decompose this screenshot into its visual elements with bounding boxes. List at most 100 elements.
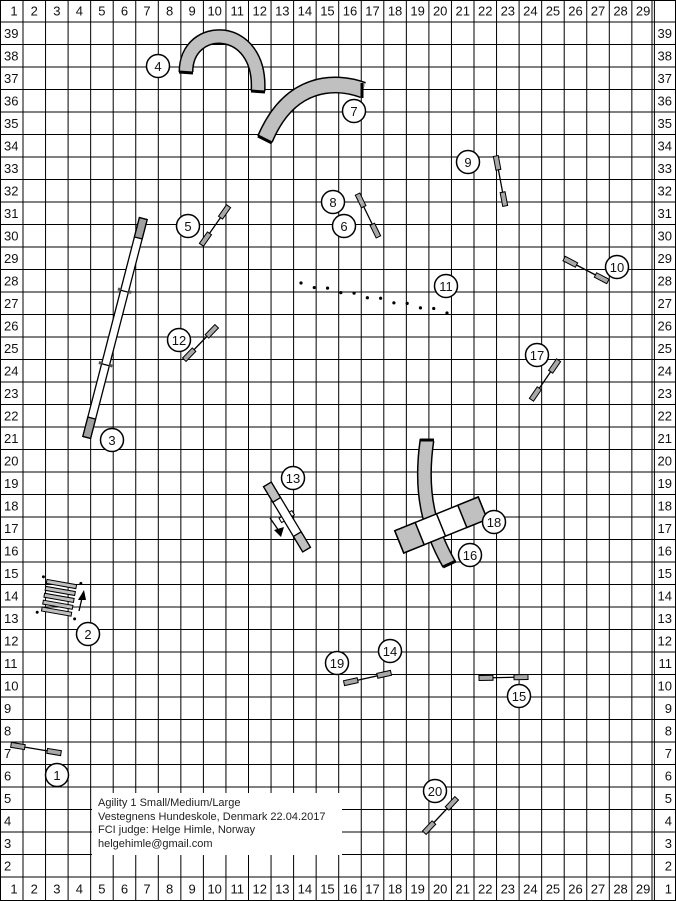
dog-walk-3 [82, 216, 148, 440]
course-info-box: Agility 1 Small/Medium/Large Vestegnens … [92, 793, 342, 855]
jumps [10, 154, 610, 836]
column-label-bottom: 23 [501, 882, 515, 897]
row-label-right: 23 [658, 386, 672, 401]
row-label-left: 31 [4, 206, 18, 221]
column-label-top: 29 [636, 4, 650, 19]
row-label-right: 25 [658, 341, 672, 356]
row-label-right: 24 [658, 363, 672, 378]
row-label-left: 15 [4, 566, 18, 581]
svg-text:13: 13 [286, 471, 300, 486]
row-label-right: 14 [658, 588, 672, 603]
row-label-left: 28 [4, 273, 18, 288]
row-label-left: 18 [4, 498, 18, 513]
column-label-top: 2 [31, 4, 38, 19]
row-label-right: 31 [658, 206, 672, 221]
column-label-bottom: 13 [275, 882, 289, 897]
row-label-left: 24 [4, 363, 18, 378]
column-label-bottom: 28 [613, 882, 627, 897]
column-label-top: 8 [166, 4, 173, 19]
column-label-top: 24 [523, 4, 537, 19]
course-title: Agility 1 Small/Medium/Large [98, 797, 241, 809]
jump-12 [181, 323, 220, 363]
row-label-right: 33 [658, 161, 672, 176]
weave-poles-11 [299, 281, 449, 315]
column-label-top: 16 [343, 4, 357, 19]
row-label-left: 17 [4, 521, 18, 536]
row-label-left: 37 [4, 71, 18, 86]
row-label-left: 10 [4, 678, 18, 693]
weave-pole [299, 281, 303, 285]
column-label-bottom: 24 [523, 882, 537, 897]
obstacle-number-8: 8 [320, 189, 346, 215]
row-label-left: 21 [4, 431, 18, 446]
column-label-top: 1 [10, 4, 17, 19]
column-label-top: 19 [410, 4, 424, 19]
row-label-right: 9 [665, 701, 672, 716]
seesaw-13 [262, 481, 312, 553]
row-label-right: 30 [658, 228, 672, 243]
column-label-top: 26 [568, 4, 582, 19]
obstacle-number-11: 11 [433, 273, 459, 299]
row-label-right: 6 [665, 768, 672, 783]
row-label-left: 12 [4, 633, 18, 648]
jump-9 [492, 154, 509, 208]
row-label-right: 27 [658, 296, 672, 311]
row-label-right: 2 [665, 858, 672, 873]
column-label-bottom: 26 [568, 882, 582, 897]
course-email: helgehimle@gmail.com [98, 837, 213, 850]
row-label-right: 3 [665, 836, 672, 851]
row-label-right: 29 [658, 251, 672, 266]
row-label-left: 25 [4, 341, 18, 356]
column-label-bottom: 3 [53, 882, 60, 897]
row-label-right: 32 [658, 183, 672, 198]
weave-pole [379, 296, 383, 300]
tunnel-4 [178, 29, 266, 94]
weave-pole [445, 311, 449, 315]
svg-text:2: 2 [84, 627, 91, 642]
column-label-bottom: 2 [31, 882, 38, 897]
obstacle-number-12: 12 [166, 327, 192, 353]
weave-pole [418, 306, 423, 310]
row-label-left: 2 [4, 858, 11, 873]
svg-text:6: 6 [340, 219, 347, 234]
row-label-right: 34 [658, 138, 672, 153]
tunnel-7 [257, 76, 366, 145]
column-label-top: 20 [433, 4, 447, 19]
row-label-left: 6 [4, 768, 11, 783]
obstacle-number-3: 3 [99, 427, 125, 453]
obstacle-number-9: 9 [455, 149, 481, 175]
svg-text:14: 14 [383, 644, 397, 659]
weave-pole [405, 301, 409, 305]
column-label-top: 25 [546, 4, 560, 19]
column-label-bottom: 1 [10, 882, 17, 897]
row-label-left: 23 [4, 386, 18, 401]
row-label-right: 19 [658, 476, 672, 491]
row-label-right: 35 [658, 116, 672, 131]
column-label-bottom: 5 [98, 882, 105, 897]
obstacle-number-2: 2 [75, 621, 101, 647]
column-label-bottom: 27 [591, 882, 605, 897]
obstacle-number-17: 17 [524, 342, 550, 368]
row-label-left: 22 [4, 408, 18, 423]
weave-pole [432, 306, 436, 311]
row-label-right: 21 [658, 431, 672, 446]
svg-text:18: 18 [487, 515, 501, 530]
row-label-right: 16 [658, 543, 672, 558]
weave-pole [392, 301, 396, 305]
column-label-top: 4 [76, 4, 83, 19]
row-label-left: 3 [4, 836, 11, 851]
svg-text:12: 12 [172, 333, 186, 348]
svg-text:20: 20 [428, 784, 442, 799]
column-label-bottom: 29 [636, 882, 650, 897]
jump-6 [354, 192, 382, 239]
row-label-right: 5 [665, 791, 672, 806]
row-label-right: 15 [658, 566, 672, 581]
svg-text:4: 4 [154, 59, 161, 74]
column-label-bottom: 14 [298, 882, 312, 897]
row-label-right: 17 [658, 521, 672, 536]
column-label-top: 21 [455, 4, 469, 19]
column-label-bottom: 20 [433, 882, 447, 897]
jump-15 [478, 673, 529, 682]
